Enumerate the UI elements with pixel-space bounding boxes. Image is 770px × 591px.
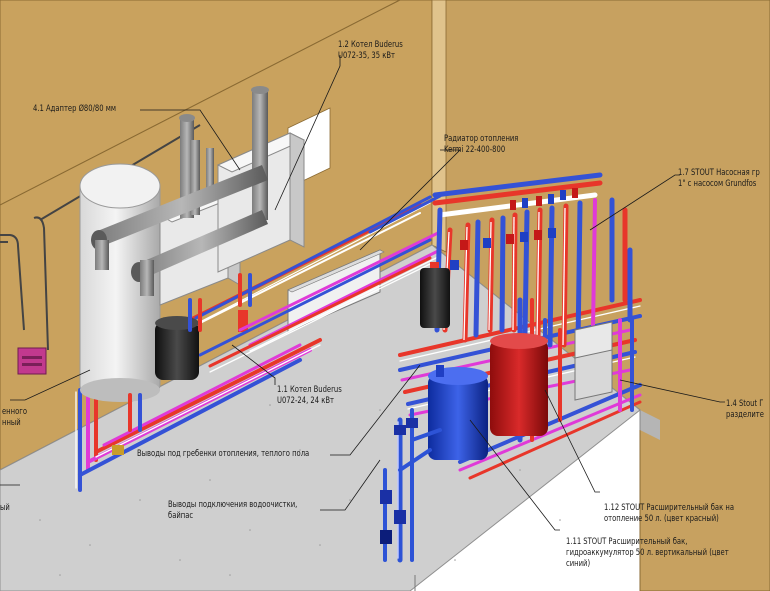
water-treatment-pipes — [383, 408, 442, 563]
leader-lines — [0, 55, 725, 531]
wall-box — [17, 347, 47, 375]
gas-valve — [112, 445, 124, 455]
manifold-pump — [420, 268, 450, 328]
label-floor-outlets: Выводы под гребенки отопления, теплого п… — [137, 449, 310, 459]
radiator-valve-red — [238, 310, 248, 332]
label-left-cut-2: ый — [0, 503, 10, 513]
label-blue-tank: 1.11 STOUT Расширительный бак,гидроаккум… — [566, 537, 729, 569]
water-treatment-fittings — [380, 418, 418, 544]
label-water-treatment: Выводы подключения водоочистки,байпас — [168, 500, 298, 521]
boiler-connections — [128, 273, 252, 432]
floor-texture — [39, 404, 561, 576]
right-wall-edge — [431, 0, 447, 253]
pump-group-valves — [430, 188, 578, 272]
flue-pipes — [91, 86, 269, 296]
floor-front-edge — [640, 410, 660, 440]
small-expansion-vessel — [155, 316, 199, 380]
blue-expansion-tank — [428, 365, 488, 460]
label-adapter: 4.1 Адаптер Ø80/80 мм — [33, 104, 116, 114]
red-expansion-tank — [490, 333, 548, 436]
